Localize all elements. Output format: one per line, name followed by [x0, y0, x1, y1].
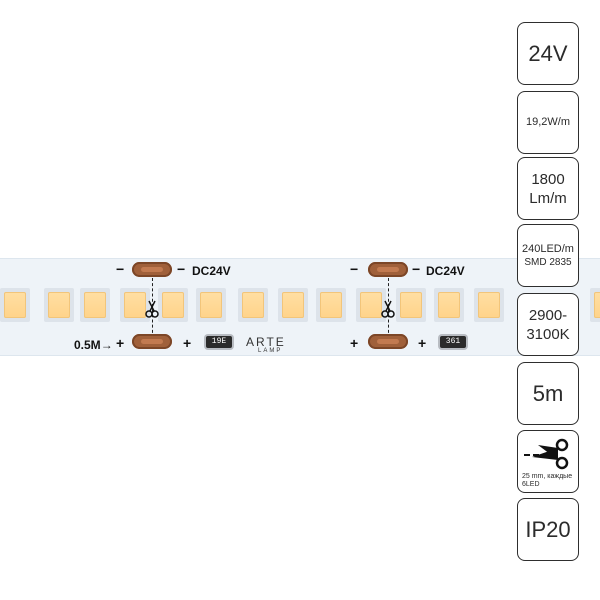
led-chip	[80, 288, 110, 322]
scissors-icon	[524, 435, 572, 478]
led-chip	[316, 288, 346, 322]
led-density-spec-card: 240LED/m SMD 2835	[517, 224, 579, 287]
resistor: 361	[440, 336, 466, 348]
led-type-value: SMD 2835	[524, 256, 572, 268]
power-value: 19,2W/m	[525, 116, 570, 128]
minus-sign: −	[116, 261, 125, 277]
led-chip	[196, 288, 226, 322]
length-mark: 0.5M→	[74, 338, 113, 352]
color-temp-line1: 2900-	[528, 306, 568, 324]
lumens-value: 1800	[531, 170, 565, 188]
scissors-icon	[381, 300, 395, 323]
led-chip	[590, 288, 600, 322]
ip-rating-spec-card: IP20	[517, 498, 579, 561]
voltage-value: 24V	[528, 40, 568, 66]
led-density-value: 240LED/m	[522, 242, 574, 255]
plus-sign: +	[418, 335, 427, 351]
solder-pad	[368, 334, 408, 349]
color-temp-line2: 3100K	[526, 325, 570, 343]
led-chip	[396, 288, 426, 322]
cut-interval-spec-card: 25 mm, каждые 6LED	[517, 430, 579, 493]
power-spec-card: 19,2W/m	[517, 91, 579, 154]
led-chip	[356, 288, 386, 322]
plus-sign: +	[183, 335, 192, 351]
minus-sign: −	[350, 261, 359, 277]
voltage-spec-card: 24V	[517, 22, 579, 85]
voltage-label: DC24V	[426, 264, 465, 278]
led-chip	[238, 288, 268, 322]
led-chip	[278, 288, 308, 322]
lumens-spec-card: 1800 Lm/m	[517, 157, 579, 220]
lumens-unit: Lm/m	[529, 189, 567, 207]
cut-interval-leds: 6LED	[522, 481, 540, 488]
voltage-label: DC24V	[192, 264, 231, 278]
solder-pad	[132, 262, 172, 277]
length-value: 5m	[532, 380, 564, 406]
led-chip	[474, 288, 504, 322]
dash-mark: −	[412, 261, 421, 277]
resistor: 19E	[206, 336, 232, 348]
led-chip	[0, 288, 30, 322]
plus-sign: +	[116, 335, 125, 351]
ip-rating-value: IP20	[525, 516, 571, 542]
plus-sign: +	[350, 335, 359, 351]
scissors-icon	[145, 300, 159, 323]
dash-mark: −	[177, 261, 186, 277]
led-chip	[120, 288, 150, 322]
color-temp-spec-card: 2900- 3100K	[517, 293, 579, 356]
led-chip	[44, 288, 74, 322]
led-chip	[158, 288, 188, 322]
led-chip	[434, 288, 464, 322]
cut-interval-text: 25 mm, каждые	[522, 473, 573, 480]
solder-pad	[132, 334, 172, 349]
solder-pad	[368, 262, 408, 277]
length-spec-card: 5m	[517, 362, 579, 425]
